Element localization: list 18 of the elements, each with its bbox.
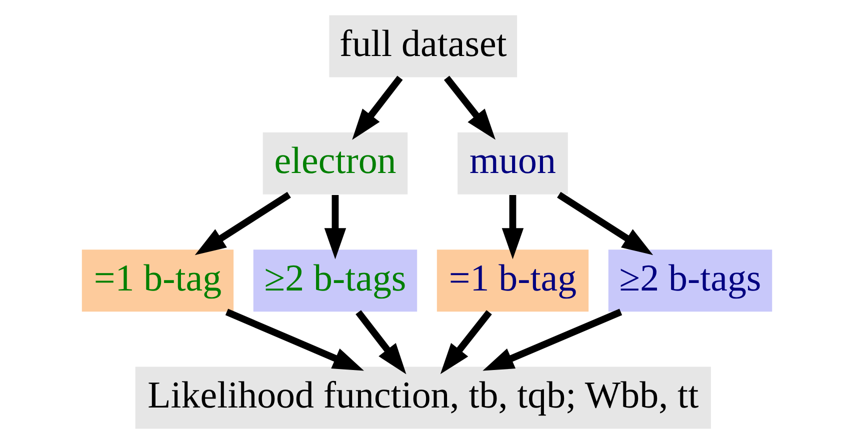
arrow bbox=[352, 76, 403, 140]
node-box: muon bbox=[458, 132, 568, 194]
arrow bbox=[502, 195, 524, 260]
node-box: =1 b-tag bbox=[82, 250, 234, 312]
node-box: ≥2 b-tags bbox=[608, 250, 772, 312]
node-box: =1 b-tag bbox=[436, 250, 589, 312]
node-box: Likelihood function, tb, tqb; Wbb, tt bbox=[135, 366, 711, 429]
node-box: full dataset bbox=[329, 15, 518, 78]
node-box: electron bbox=[262, 132, 408, 194]
arrow bbox=[225, 308, 364, 371]
arrow bbox=[440, 310, 492, 374]
arrow bbox=[356, 310, 406, 374]
node-box: ≥2 b-tags bbox=[253, 250, 418, 312]
arrow bbox=[557, 192, 654, 256]
arrow bbox=[324, 195, 346, 260]
arrow bbox=[194, 192, 291, 256]
arrow bbox=[482, 308, 622, 371]
arrow bbox=[444, 76, 496, 140]
